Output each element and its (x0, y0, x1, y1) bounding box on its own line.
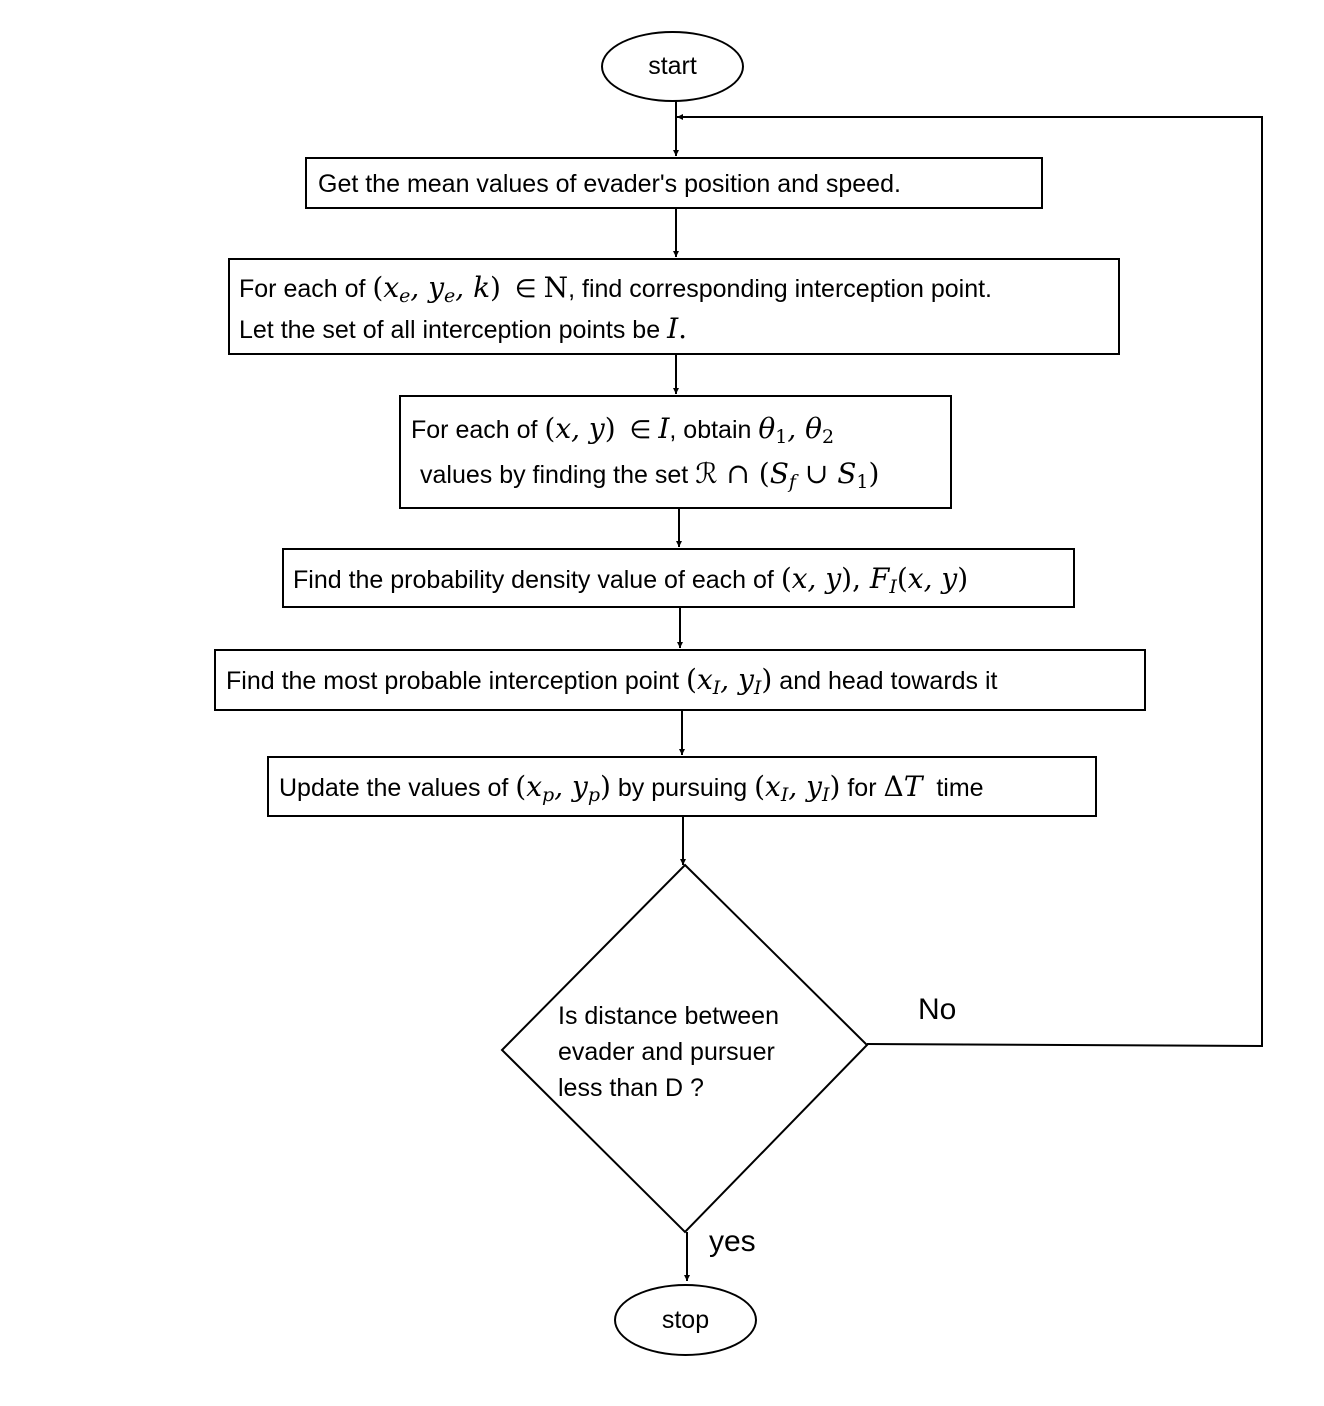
math-xe-ye-k: (xe, ye, k) (372, 271, 501, 307)
math-xI-yI: (xI, yI) (754, 770, 841, 806)
step-most-probable-point-text: Find the most probable interception poin… (226, 663, 998, 699)
step-obtain-theta-values-line2: values by finding the set ℛ ∩ (Sf ∪ S1) (420, 457, 880, 493)
decision-line-1: Is distance between (558, 1002, 779, 1030)
math-set-I: I (658, 412, 670, 445)
step-obtain-theta-values: For each of (x, y) ∈ I, obtain θ1, θ2 va… (399, 395, 952, 509)
loop-back-no-branch (677, 114, 1263, 1048)
math-set-N: N (543, 271, 569, 304)
start-label: start (648, 52, 697, 80)
math-delta-T: ΔT (883, 770, 923, 803)
step-obtain-theta-values-line1: For each of (x, y) ∈ I, obtain θ1, θ2 (411, 412, 835, 448)
step-find-interception-points-line1: For each of (xe, ye, k) ∈ N, find corres… (239, 271, 993, 307)
stop-label: stop (661, 1305, 710, 1334)
decision-diamond (500, 863, 869, 1234)
step-get-mean-values: Get the mean values of evader's position… (305, 157, 1043, 209)
math-theta1-theta2: θ1, θ2 (758, 412, 835, 448)
start-terminal: start (601, 31, 744, 102)
math-set-expression: ℛ ∩ (Sf ∪ S1) (695, 457, 880, 493)
step-get-mean-values-text: Get the mean values of evader's position… (318, 170, 901, 198)
step-find-interception-points: For each of (xe, ye, k) ∈ N, find corres… (228, 258, 1120, 355)
step-find-probability-density: Find the probability density value of ea… (282, 548, 1075, 608)
math-set-I: I. (667, 312, 688, 345)
stop-terminal: stop (614, 1284, 757, 1356)
math-xp-yp: (xp, yp) (515, 770, 611, 806)
step-update-pursuer-position: Update the values of (xp, yp) by pursuin… (267, 756, 1097, 817)
math-xI-yI: (xI, yI) (686, 663, 773, 699)
step-find-interception-points-line2: Let the set of all interception points b… (239, 312, 688, 345)
math-x-y: (x, y) (544, 412, 616, 445)
decision-line-2: evader and pursuer (558, 1038, 775, 1066)
step-update-pursuer-position-text: Update the values of (xp, yp) by pursuin… (279, 770, 984, 806)
decision-line-3: less than D ? (558, 1074, 704, 1102)
decision-text: Is distance between evader and pursuer l… (558, 998, 779, 1106)
no-branch-label: No (918, 993, 957, 1026)
step-most-probable-point: Find the most probable interception poin… (214, 649, 1146, 711)
step-find-probability-density-text: Find the probability density value of ea… (293, 562, 969, 598)
math-density-function: (x, y), FI(x, y) (780, 562, 969, 598)
yes-branch-label: yes (709, 1225, 756, 1258)
